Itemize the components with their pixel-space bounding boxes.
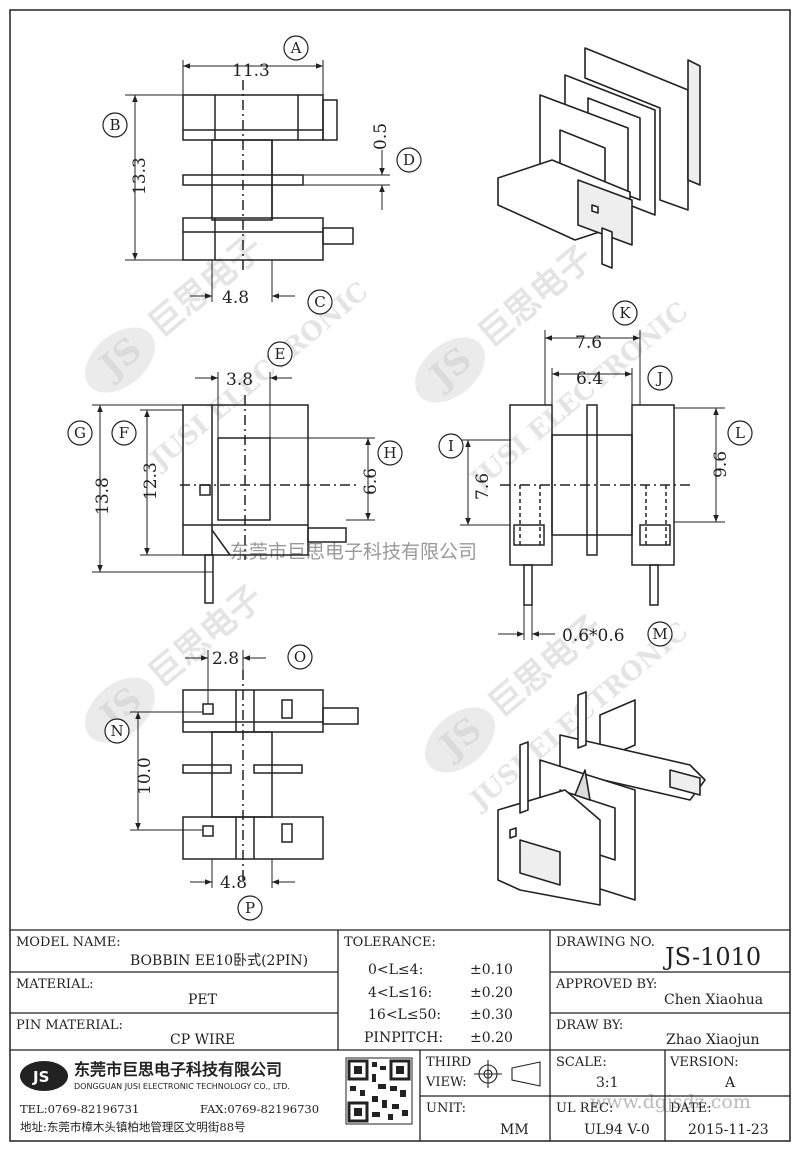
material-value: PET xyxy=(188,992,218,1008)
callout-l: L xyxy=(735,424,745,442)
callout-c: C xyxy=(314,293,325,311)
callout-labels: A B C D E F G H I J K L M N O P xyxy=(74,39,745,917)
draw-by-label: DRAW BY: xyxy=(556,1018,623,1033)
version-value: A xyxy=(724,1075,736,1091)
ul-rec-label: UL REC: xyxy=(556,1101,613,1116)
watermark-logo-shape xyxy=(85,327,155,393)
callout-f: F xyxy=(119,424,129,442)
callout-e: E xyxy=(275,345,286,363)
approved-by-value: Chen Xiaohua xyxy=(664,992,763,1008)
isometric-view-bottom xyxy=(497,691,706,906)
company-fax: FAX:0769-82196730 xyxy=(200,1102,319,1116)
third-angle-projection-icon xyxy=(474,1060,541,1088)
dim-bottom-height: 10.0 xyxy=(135,757,155,795)
front-view xyxy=(180,395,360,604)
watermark-logo-shape xyxy=(415,337,485,403)
dim-top-height: 13.3 xyxy=(130,157,150,195)
tolerance-value-2: ±0.20 xyxy=(470,985,513,1001)
callout-n: N xyxy=(110,722,123,740)
watermark-company: 东莞市巨思电子科技有限公司 xyxy=(230,541,477,563)
unit-value: MM xyxy=(500,1122,529,1138)
company-logo-text: JS xyxy=(32,1068,49,1086)
company-name-cn: 东莞市巨思电子科技有限公司 xyxy=(74,1060,282,1079)
company-tel: TEL:0769-82196731 xyxy=(20,1102,139,1116)
bottom-view-dims xyxy=(130,650,295,888)
company-address: 地址:东莞市樟木头镇柏地管理区文明街88号 xyxy=(20,1120,246,1134)
date-value: 2015-11-23 xyxy=(688,1122,769,1138)
callout-j: J xyxy=(655,369,663,387)
side-view-dims xyxy=(460,330,725,640)
callout-circles xyxy=(67,35,753,921)
callout-i: I xyxy=(448,437,454,455)
date-label: DATE: xyxy=(670,1101,712,1116)
bottom-view xyxy=(182,670,359,880)
dim-side-core-height: 7.6 xyxy=(473,473,493,500)
dim-top-width: 11.3 xyxy=(232,61,270,81)
top-view xyxy=(182,80,354,270)
third-view-label-line2: VIEW: xyxy=(425,1075,467,1090)
dim-front-window-height: 12.3 xyxy=(141,462,161,500)
isometric-view-top xyxy=(497,47,701,269)
pin-material-value: CP WIRE xyxy=(170,1032,235,1048)
dim-front-total-height: 13.8 xyxy=(93,477,113,515)
tolerance-range-3: 16<L≤50: xyxy=(368,1007,441,1023)
watermark-logo-shape xyxy=(425,707,495,773)
side-view xyxy=(500,404,690,606)
callout-a: A xyxy=(290,39,302,57)
tolerance-value-4: ±0.20 xyxy=(470,1030,513,1046)
watermark-brand-cn: 巨思电子 xyxy=(141,228,271,346)
third-view-label-line1: THIRD xyxy=(426,1055,471,1070)
dim-side-flange-height: 9.6 xyxy=(711,451,731,478)
company-name-en: DONGGUAN JUSI ELECTRONIC TECHNOLOGY CO.,… xyxy=(74,1082,290,1091)
callout-p: P xyxy=(245,899,255,917)
tolerance-range-4: PINPITCH: xyxy=(364,1030,443,1046)
material-label: MATERIAL: xyxy=(16,977,93,992)
top-view-dims xyxy=(125,60,390,302)
dim-side-inner: 6.4 xyxy=(576,369,603,389)
dim-bottom-core: 4.8 xyxy=(220,873,247,893)
tolerance-range-1: 0<L≤4: xyxy=(368,962,423,978)
sheet-border xyxy=(9,9,791,1142)
callout-h: H xyxy=(383,444,396,462)
dim-bottom-pin-offset: 2.8 xyxy=(212,649,239,669)
version-label: VERSION: xyxy=(669,1055,739,1070)
scale-value: 3:1 xyxy=(596,1075,619,1091)
tolerance-value-3: ±0.30 xyxy=(470,1007,513,1023)
pin-material-label: PIN MATERIAL: xyxy=(16,1018,123,1033)
scale-label: SCALE: xyxy=(556,1055,607,1070)
title-block-grid xyxy=(10,929,790,1141)
dim-top-flange-gap: 0.5 xyxy=(371,123,391,150)
callout-b: B xyxy=(109,116,120,134)
drawing-no-label: DRAWING NO. xyxy=(556,935,655,950)
company-block: JS 东莞市巨思电子科技有限公司 DONGGUAN JUSI ELECTRONI… xyxy=(20,1057,413,1134)
drawing-no-value: JS-1010 xyxy=(662,943,761,971)
unit-label: UNIT: xyxy=(426,1101,466,1116)
approved-by-label: APPROVED BY: xyxy=(555,977,657,992)
dim-front-window: 6.6 xyxy=(361,468,381,495)
callout-d: D xyxy=(403,151,415,169)
ul-rec-value: UL94 V-0 xyxy=(584,1122,650,1138)
qr-code-icon xyxy=(345,1057,413,1125)
dim-pin-section: 0.6*0.6 xyxy=(562,626,625,646)
callout-m: M xyxy=(652,625,667,643)
callout-o: O xyxy=(294,648,306,666)
tolerance-label: TOLERANCE: xyxy=(344,935,436,950)
callout-g: G xyxy=(74,424,86,442)
dim-front-core: 3.8 xyxy=(226,370,253,390)
front-view-dims xyxy=(92,372,375,573)
watermark-brand-cn: 巨思电子 xyxy=(141,578,271,696)
dim-side-outer: 7.6 xyxy=(575,333,602,353)
tolerance-range-2: 4<L≤16: xyxy=(368,985,432,1001)
dim-top-core: 4.8 xyxy=(222,288,249,308)
model-name-label: MODEL NAME: xyxy=(16,935,121,950)
model-name-value: BOBBIN EE10卧式(2PIN) xyxy=(130,953,308,969)
company-logo-shape xyxy=(20,1061,68,1091)
draw-by-value: Zhao Xiaojun xyxy=(666,1032,760,1048)
tolerance-value-1: ±0.10 xyxy=(470,962,513,978)
callout-k: K xyxy=(619,304,631,322)
